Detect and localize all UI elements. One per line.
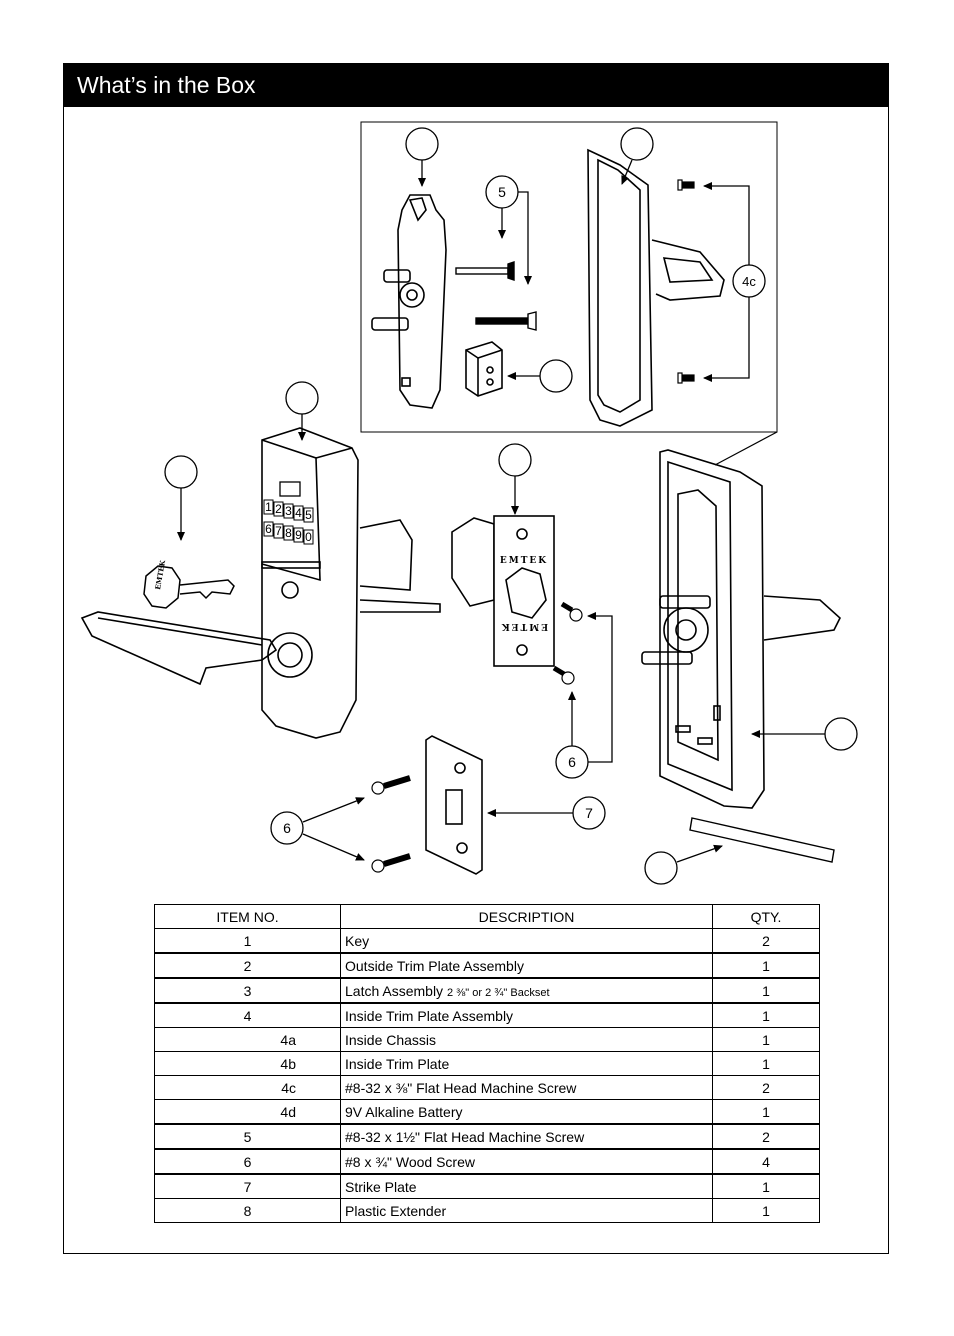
callout-label-6-strike: 6 xyxy=(283,820,291,836)
outside-trim-plate-drawing xyxy=(80,427,441,739)
keypad-drawing: 1 2 3 4 5 6 7 8 9 0 xyxy=(263,481,314,545)
col-header-qty: QTY. xyxy=(712,904,820,929)
col-header-description: DESCRIPTION xyxy=(340,904,713,929)
section-title: What’s in the Box xyxy=(77,72,256,98)
callout-label-6-latch: 6 xyxy=(568,754,576,770)
inset-detail-box xyxy=(360,121,778,433)
keypad-key-5: 5 xyxy=(305,508,312,522)
callout-circle-2 xyxy=(285,381,319,415)
keypad-key-0: 0 xyxy=(305,530,312,544)
latch-screws-drawing xyxy=(552,601,583,685)
callout-circle-4b xyxy=(620,127,654,161)
keypad-key-4: 4 xyxy=(295,506,302,520)
inside-trim-assembly-drawing xyxy=(641,449,841,809)
table-row: 4c #8-32 x ⅜" Flat Head Machine Screw 2 xyxy=(154,1075,820,1100)
inset-leader-line xyxy=(714,431,778,466)
inside-trim-plate-drawing xyxy=(587,148,725,427)
table-row: 8 Plastic Extender 1 xyxy=(154,1198,820,1223)
table-row: 1 Key 2 xyxy=(154,928,820,954)
callout-circle-8 xyxy=(644,851,678,885)
table-row: 7 Strike Plate 1 xyxy=(154,1173,820,1199)
table-row: 4a Inside Chassis 1 xyxy=(154,1027,820,1052)
exploded-parts-diagram: 5 4c EMTEK 1 2 3 4 5 6 7 xyxy=(80,121,858,885)
table-row: 2 Outside Trim Plate Assembly 1 xyxy=(154,952,820,979)
callout-circle-4a xyxy=(405,127,439,161)
key-drawing xyxy=(143,565,235,609)
latch-assembly-drawing xyxy=(451,515,555,667)
strike-plate-drawing xyxy=(425,735,483,875)
latch-brand-text-inverted: EMTEK xyxy=(500,621,548,631)
callout-label-4c: 4c xyxy=(742,274,756,289)
battery-drawing xyxy=(465,341,503,397)
callout-circle-4 xyxy=(824,717,858,751)
table-row: 5 #8-32 x 1½" Flat Head Machine Screw 2 xyxy=(154,1123,820,1150)
keypad-key-7: 7 xyxy=(275,524,282,538)
keypad-key-8: 8 xyxy=(285,526,292,540)
table-header-row: ITEM NO. DESCRIPTION QTY. xyxy=(154,904,820,929)
plastic-extender-drawing xyxy=(689,817,835,863)
callout-circle-6-strike xyxy=(270,811,304,845)
table-row: 4d 9V Alkaline Battery 1 xyxy=(154,1099,820,1125)
callout-label-7: 7 xyxy=(585,805,593,821)
wood-screws-drawing xyxy=(371,775,411,873)
keypad-key-6: 6 xyxy=(265,522,272,536)
callout-circle-3 xyxy=(498,443,532,477)
keypad-key-1: 1 xyxy=(265,500,272,514)
col-header-item: ITEM NO. xyxy=(154,904,341,929)
section-header: What’s in the Box xyxy=(64,64,888,107)
latch-brand-text: EMTEK xyxy=(500,556,548,566)
table-row: 6 #8 x ¾" Wood Screw 4 xyxy=(154,1148,820,1175)
table-row: 4b Inside Trim Plate 1 xyxy=(154,1051,820,1076)
callout-circle-1 xyxy=(164,455,198,489)
keypad-key-2: 2 xyxy=(275,502,282,516)
keypad-key-3: 3 xyxy=(285,504,292,518)
parts-table: ITEM NO. DESCRIPTION QTY. 1 Key 2 2 Outs… xyxy=(154,904,820,1223)
page-frame: What’s in the Box xyxy=(63,63,889,1254)
callout-label-5: 5 xyxy=(498,184,506,200)
callout-circle-4d xyxy=(539,359,573,393)
small-screws-drawing xyxy=(677,179,695,384)
table-row: 4 Inside Trim Plate Assembly 1 xyxy=(154,1002,820,1028)
machine-screws-drawing xyxy=(455,261,537,331)
keypad-key-9: 9 xyxy=(295,528,302,542)
table-row: 3 Latch Assembly 2 ⅜" or 2 ¾" Backset 1 xyxy=(154,977,820,1004)
inside-chassis-drawing xyxy=(371,194,447,409)
